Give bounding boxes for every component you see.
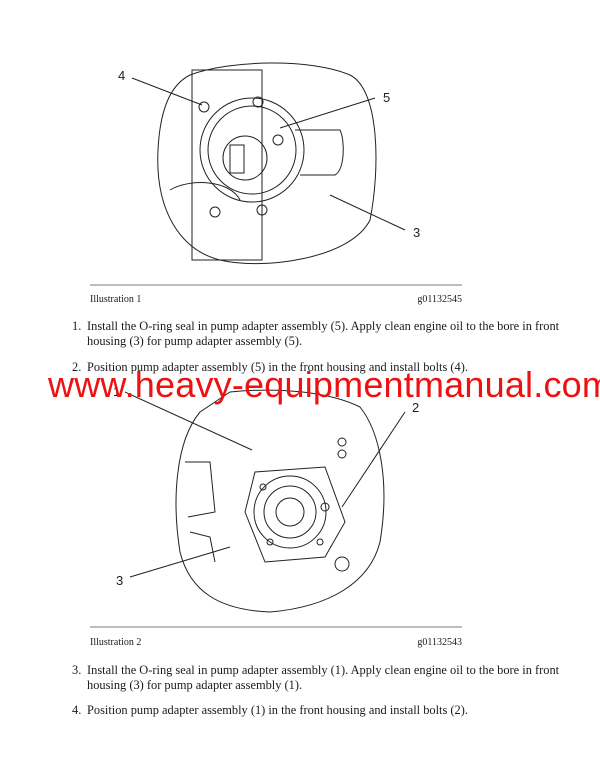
caption-label: Illustration 2 bbox=[90, 637, 142, 648]
step-number: 2. bbox=[72, 360, 82, 374]
step-3: 3. Install the O-ring seal in pump adapt… bbox=[72, 663, 572, 693]
callout-3: 3 bbox=[116, 573, 123, 588]
step-text: Position pump adapter assembly (5) in th… bbox=[87, 360, 468, 374]
step-number: 1. bbox=[72, 319, 82, 333]
caption-code: g01132543 bbox=[417, 637, 462, 648]
step-text: Position pump adapter assembly (1) in th… bbox=[87, 703, 468, 717]
illustration-2-drawing: 1 2 3 bbox=[80, 382, 480, 622]
illustration-1-drawing: 4 5 3 bbox=[80, 30, 480, 280]
callout-5: 5 bbox=[383, 90, 390, 105]
caption-code: g01132545 bbox=[417, 294, 462, 305]
callout-4: 4 bbox=[118, 68, 125, 83]
illustration-1-caption: Illustration 1 g01132545 bbox=[90, 294, 462, 305]
step-text: Install the O-ring seal in pump adapter … bbox=[87, 663, 560, 692]
step-number: 3. bbox=[72, 663, 82, 677]
step-4: 4. Position pump adapter assembly (1) in… bbox=[72, 703, 572, 718]
step-1: 1. Install the O-ring seal in pump adapt… bbox=[72, 319, 572, 349]
step-number: 4. bbox=[72, 703, 82, 717]
illustration-2-caption: Illustration 2 g01132543 bbox=[90, 637, 462, 648]
watermark-text: www.heavy-equipmentmanual.com bbox=[48, 364, 600, 405]
step-text: Install the O-ring seal in pump adapter … bbox=[87, 319, 560, 348]
caption-label: Illustration 1 bbox=[90, 294, 142, 305]
callout-2: 2 bbox=[412, 400, 419, 415]
divider-rule bbox=[90, 284, 462, 286]
divider-rule bbox=[90, 626, 462, 628]
callout-3: 3 bbox=[413, 225, 420, 240]
step-2: 2. Position pump adapter assembly (5) in… bbox=[72, 360, 572, 375]
callout-1: 1 bbox=[113, 384, 120, 399]
